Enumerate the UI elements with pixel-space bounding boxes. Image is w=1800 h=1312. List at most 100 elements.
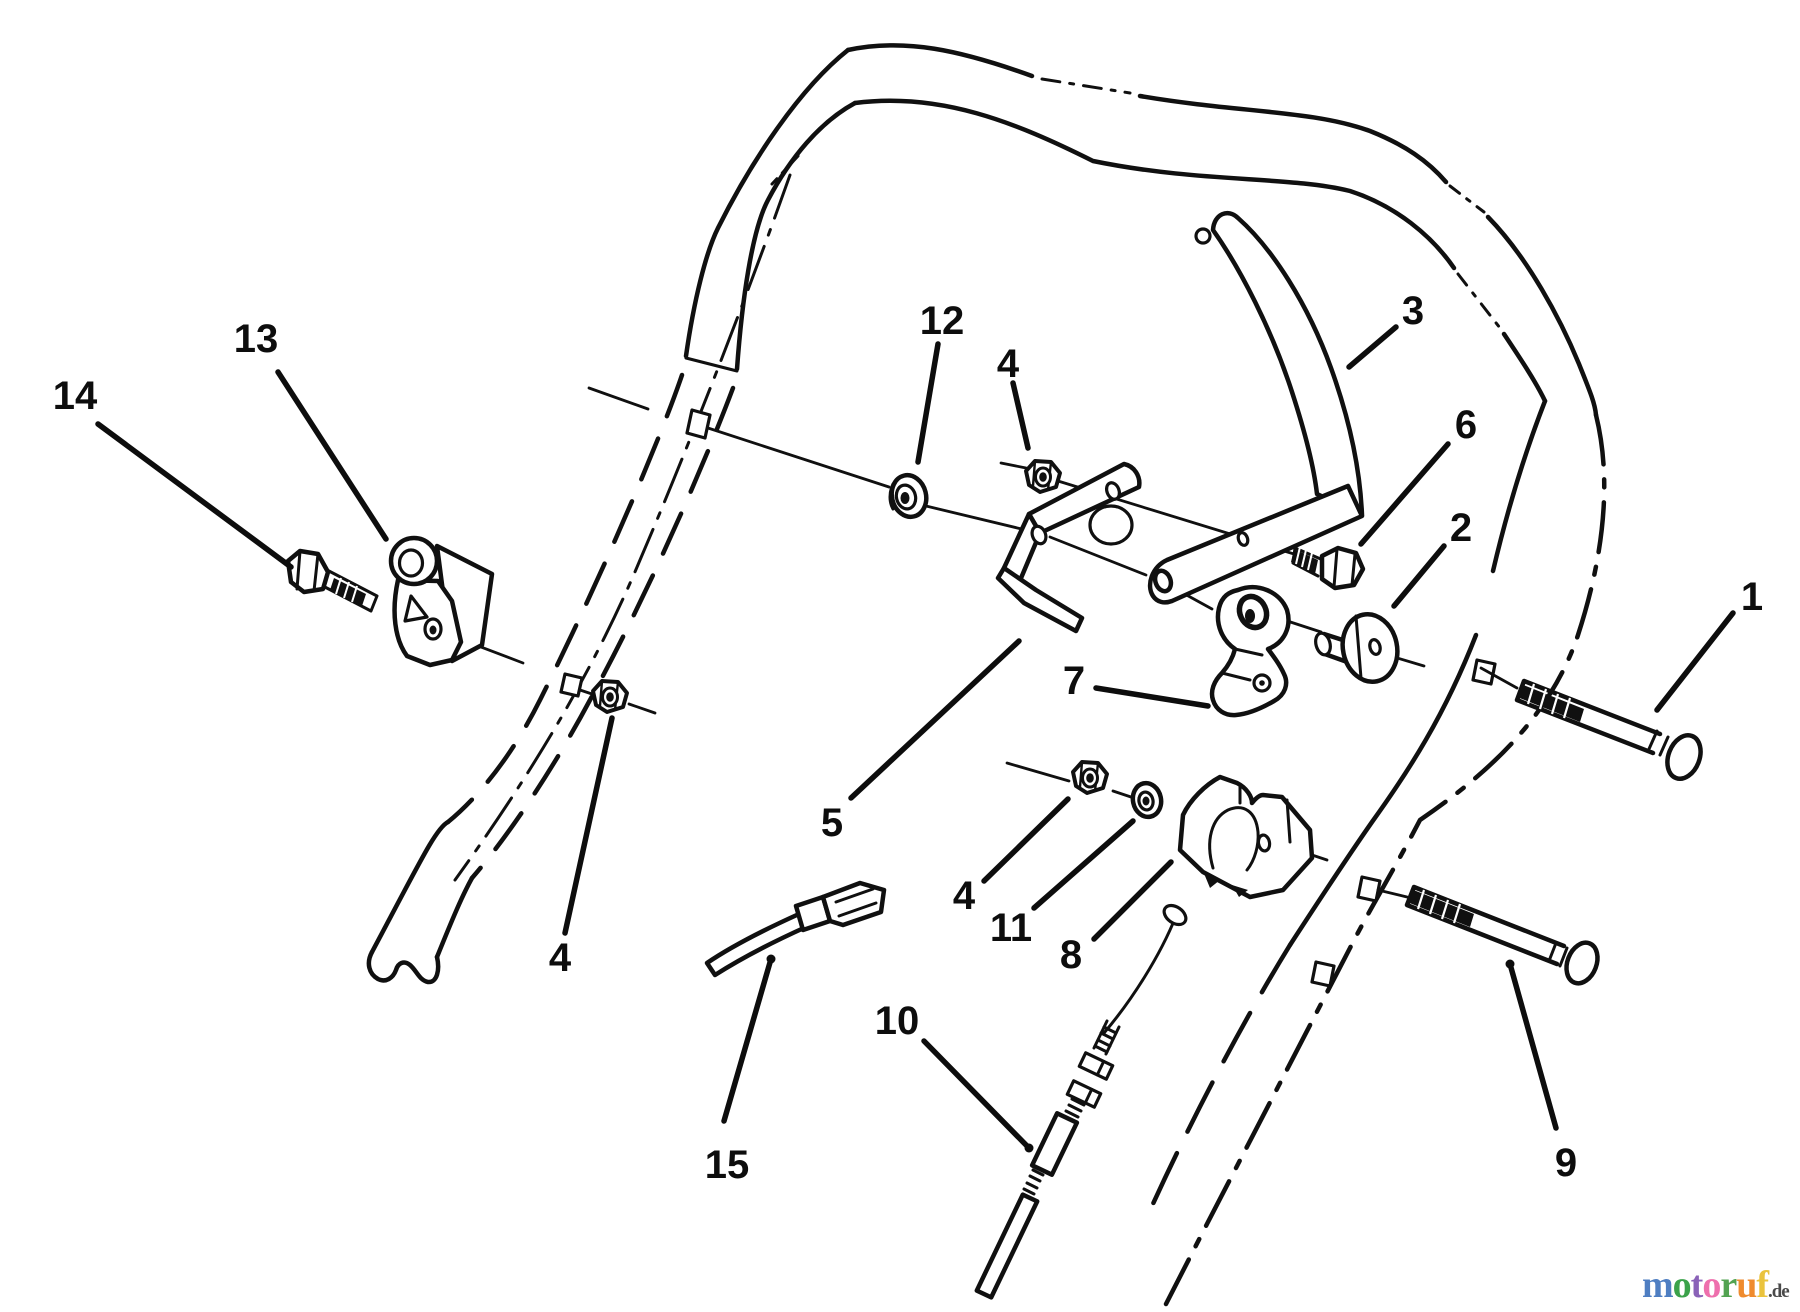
callout-2-leader [1391,543,1447,609]
callout-13-label: 13 [234,317,279,361]
lever-arm [1210,210,1365,518]
cable-threads-3 [1022,1168,1045,1196]
bolt6-head [1319,545,1366,591]
wire-lines [704,911,809,978]
tube-top-outer-a [845,43,1035,79]
guide-cutout [403,594,429,623]
callout-11-label: 11 [990,906,1032,950]
part-control-cable [974,903,1188,1300]
cable-jam-nut-1 [1077,1051,1115,1081]
tube-right-inner-b [1287,632,1479,948]
axis-12-left [587,386,650,411]
tube-top-centermark-c [1456,272,1502,330]
tube-tab-clamp [1310,960,1336,988]
tube-top-inner-a [852,98,1457,271]
bolt1-threads [1517,684,1584,722]
logo-letter: r [1720,1264,1737,1306]
callout-14-label: 14 [53,374,98,418]
callout-7-label: 7 [1063,659,1085,703]
tube-bend-centermark [770,154,800,186]
logo-motoruf: motoruf.de [1642,1264,1789,1306]
logo-letter: o [1673,1264,1691,1306]
clamp-shadow [1203,871,1248,897]
cable-wire-end [1162,903,1188,927]
tube-top-inner-b [1501,331,1548,404]
axis-clamp-mid [1111,789,1133,799]
logo-suffix: .de [1768,1281,1789,1302]
washer-hole [1142,796,1150,806]
lever-pivot-hole [1152,568,1174,594]
tube-right-outer-dashdot [1163,412,1607,1307]
tube-left-inner-upper [734,100,858,372]
logo-letter: o [1702,1264,1720,1306]
bolt14-head-facets [295,549,320,593]
tube-left-outer-upper [683,47,851,359]
part-cable-guide [388,535,495,668]
clamp-saddle [1208,806,1260,872]
callout-5-label: 5 [821,801,843,845]
guide-hole-center [429,625,437,635]
tube-left-outer-dashed [445,372,685,825]
bolt6-thread-lines [1295,546,1313,571]
tube-left-inner-dashed [469,385,736,881]
part-carriage-bolt-lower [1404,884,1600,986]
bolt1-thread-lines [1526,683,1572,719]
bolt6-head-facets [1332,547,1357,589]
lever-flat-bar [1147,483,1365,605]
spade-detail [834,887,878,918]
callout-12-label: 12 [920,299,965,343]
bolt9-neck [1547,941,1569,968]
part-hex-nut-mid [1071,760,1109,795]
callout-3-leader [1346,324,1399,370]
cable-thread-edges [1092,1019,1121,1056]
logo-letter: f [1756,1264,1770,1306]
axis-bracket-lever [1048,535,1148,577]
tube-top-outer-c [1485,214,1599,418]
callout-4-leader [1010,380,1031,451]
callout-9-dot [1505,959,1515,969]
bolt1-neck [1647,729,1670,757]
part-cable-clamp [1177,774,1315,900]
axis-bolt1 [1479,666,1519,690]
callout-9-label: 9 [1555,1141,1577,1185]
part-wire-connector [704,880,887,978]
callout-10-label: 10 [875,999,920,1043]
tube-left-outer-lower [369,819,451,955]
callout-9-leader [1507,961,1559,1131]
callout-11-leader [1031,818,1136,911]
cable-jam-nut-1-facet [1095,1059,1106,1077]
callout-4-label: 4 [997,342,1020,386]
logo-letter: u [1736,1264,1757,1306]
callout-4-leader [981,796,1071,884]
callout-14-leader [95,421,294,570]
cam-eyelet-hole [1245,609,1255,623]
cam-detail-lines [1220,647,1264,682]
callout-2-label: 2 [1450,506,1472,550]
tube-left-inner-lower [434,875,475,960]
flange-nut-flange [888,482,895,511]
cam-screw-center [1259,680,1265,686]
tube-tab-bolt9 [1356,875,1382,903]
cable-threads-2 [1064,1097,1086,1119]
flange-nut-hole [900,492,910,504]
cable-threads-1 [1093,1025,1118,1054]
tube-tab-upper [685,408,712,440]
callout-6-label: 6 [1455,403,1477,447]
handlebar-tube [366,43,1607,1307]
callout-5-leader [848,638,1022,801]
cable-barrel [1029,1111,1080,1177]
tube-break-marker [684,356,739,373]
tube-end-break [366,949,441,985]
cable-jam-nut-2-facet [1083,1087,1094,1105]
tube-tab-bolt1 [1471,658,1497,686]
callout-12-leader [915,341,941,465]
part-hex-nut-upper [1024,459,1062,494]
clamp-body [1177,774,1315,900]
knob-hole [1368,638,1382,656]
cable-jam-nut-2 [1065,1079,1103,1109]
bolt9-thread-lines [1416,889,1462,924]
knob-hub-end [1314,631,1332,657]
axis-clamp-left [1005,761,1071,783]
